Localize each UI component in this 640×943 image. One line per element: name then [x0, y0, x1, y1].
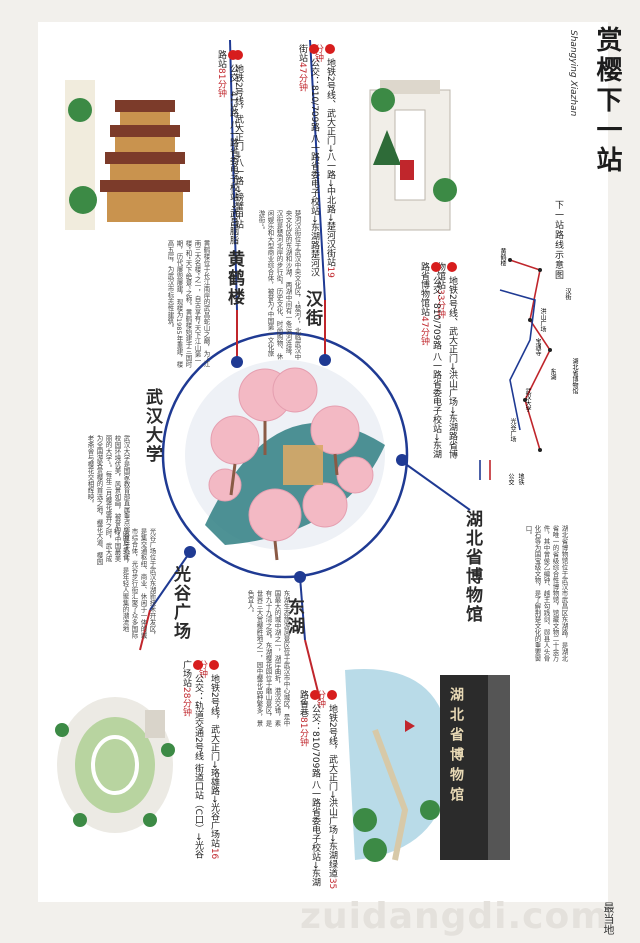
page-title: 赏樱下一站	[592, 26, 622, 176]
map-label: 东湖	[549, 368, 556, 380]
line-guanggu	[149, 551, 191, 611]
route-marker-icon	[309, 44, 319, 54]
map-label: 汉街	[564, 288, 571, 300]
hanjie-building-illustration	[369, 80, 457, 231]
hanjie-route-2: 公交：810/709路 八一路省委电子校站→东湖路楚河汉街站47分钟	[297, 44, 319, 277]
route-marker-icon	[233, 50, 243, 60]
map-label: 武汉大学	[524, 388, 531, 412]
route-marker-icon	[325, 44, 335, 54]
map-label: 宝通寺	[534, 338, 541, 356]
east-lake-illustration	[345, 669, 451, 862]
route-marker-icon	[447, 262, 457, 272]
museum-roof	[488, 675, 510, 860]
route-marker-icon	[209, 660, 219, 670]
wuda-description: 武汉大学是国家教育部直属重点综合性大学，校园环境优美，风景如画，被誉为“中国最美…	[86, 435, 130, 565]
museum-route-2: 公交：810/709路 八一路省委电子校站→东湖路省博物馆站47分钟	[419, 262, 441, 459]
museum-route-1: 地铁2号线、武大正门→洪山广场→东湖路省博物馆站33分钟	[435, 262, 457, 459]
hanjie-description: 楚河汉街位于武汉中央文化区，“楚河”，北临武汉中央文化区的东湖和沙湖，两湖中间有…	[257, 210, 301, 360]
donghu-route-1: 地铁2号线，武大正门→洪山广场→东湖绿道35分钟	[315, 690, 337, 890]
guanggu-route-1: 地铁2号线，武大正门→珞雄路→光谷广场站16分钟	[197, 660, 219, 860]
route-map-title: 下一站路线示意图	[553, 200, 563, 280]
huanghelou-route-1: 地铁2号线，武大正门→八一路→螃蟹甲站	[232, 50, 244, 240]
station-label-huanghelou: 黄鹤楼	[224, 250, 244, 307]
station-label-donghu: 东湖	[284, 598, 304, 636]
footer-watermark: zuidangdi.com	[300, 896, 609, 937]
guanggu-square-illustration	[55, 697, 175, 833]
route-marker-icon	[327, 690, 337, 700]
line-donghu	[299, 576, 306, 641]
station-label-museum: 湖北省博物馆	[462, 510, 482, 624]
donghu-route-2: 公交：810/709路 八一路省委电子校站→东湖路鲁巷81分钟	[298, 690, 320, 887]
node-huanghelou	[231, 356, 243, 368]
map-label: 湖北省博物馆	[571, 358, 578, 394]
yellow-crane-tower-illustration	[65, 80, 190, 230]
station-label-guanggu: 光谷广场	[170, 565, 190, 641]
map-label: 黄鹤楼	[499, 248, 506, 266]
huanghelou-description: 黄鹤楼位于长江南岸的武昌蛇山之巅，为“江南三大名楼”之一，自古享有“天下江山第一…	[166, 240, 210, 368]
route-marker-icon	[310, 690, 320, 700]
guanggu-description: 光谷广场位于武汉东湖新技术开发区，是集交通枢纽、商业、休闲于一体的城市综合体，光…	[112, 528, 156, 639]
node-donghu	[294, 571, 306, 583]
loop-line	[161, 331, 409, 579]
line-huanghelou	[229, 39, 238, 311]
hanjie-route-1: 地铁2号线、武大正门→八一路→中北路→楚河汉街站19分钟	[313, 44, 335, 278]
node-museum	[396, 454, 408, 466]
route-marker-icon	[193, 660, 203, 670]
route-marker-icon	[431, 262, 441, 272]
cherry-blossom-illustration	[185, 360, 385, 561]
station-label-hanjie: 汉街	[302, 290, 322, 328]
page-subtitle: Shangying Xiazhan	[568, 30, 578, 117]
route-map-labels: 洪山广场 汉街 东湖 湖北省博物馆 武汉大学 光谷广场 黄鹤楼 宝通寺 地铁 公…	[478, 238, 578, 498]
donghu-description: 东湖生态旅游风景区位于武汉市中心城区，是中国最大的城中湖之一，湖岸曲折，港汊交错…	[246, 590, 290, 727]
guanggu-route-2: 公交：轨道交通2号线 街道口站（C口）→光谷广场站28分钟	[181, 660, 203, 859]
page-mark: 最当地	[602, 902, 615, 935]
museum-plaque: 湖北省博物馆	[448, 687, 464, 807]
map-label: 洪山广场	[539, 308, 546, 332]
route-map	[479, 258, 552, 480]
museum-building-illustration: 湖北省博物馆	[440, 675, 510, 860]
route-marker-icon	[228, 50, 238, 60]
line-hanjie	[309, 39, 326, 301]
node-guanggu	[184, 546, 196, 558]
map-legend-metro: 地铁	[517, 473, 524, 485]
map-legend-bus: 公交	[507, 473, 514, 485]
station-label-wuda: 武汉大学	[142, 388, 162, 464]
node-hanjie	[319, 354, 331, 366]
map-label: 光谷广场	[509, 418, 516, 442]
line-museum	[399, 459, 471, 511]
museum-description: 湖北省博物馆位于武汉市武昌区东湖路，是湖北省唯一的省级综合性博物馆，馆藏文物二十…	[524, 525, 568, 662]
huanghelou-route-2: 公交：413路 八一路省委电子校站→武昌胭脂路站81分钟	[216, 50, 238, 245]
